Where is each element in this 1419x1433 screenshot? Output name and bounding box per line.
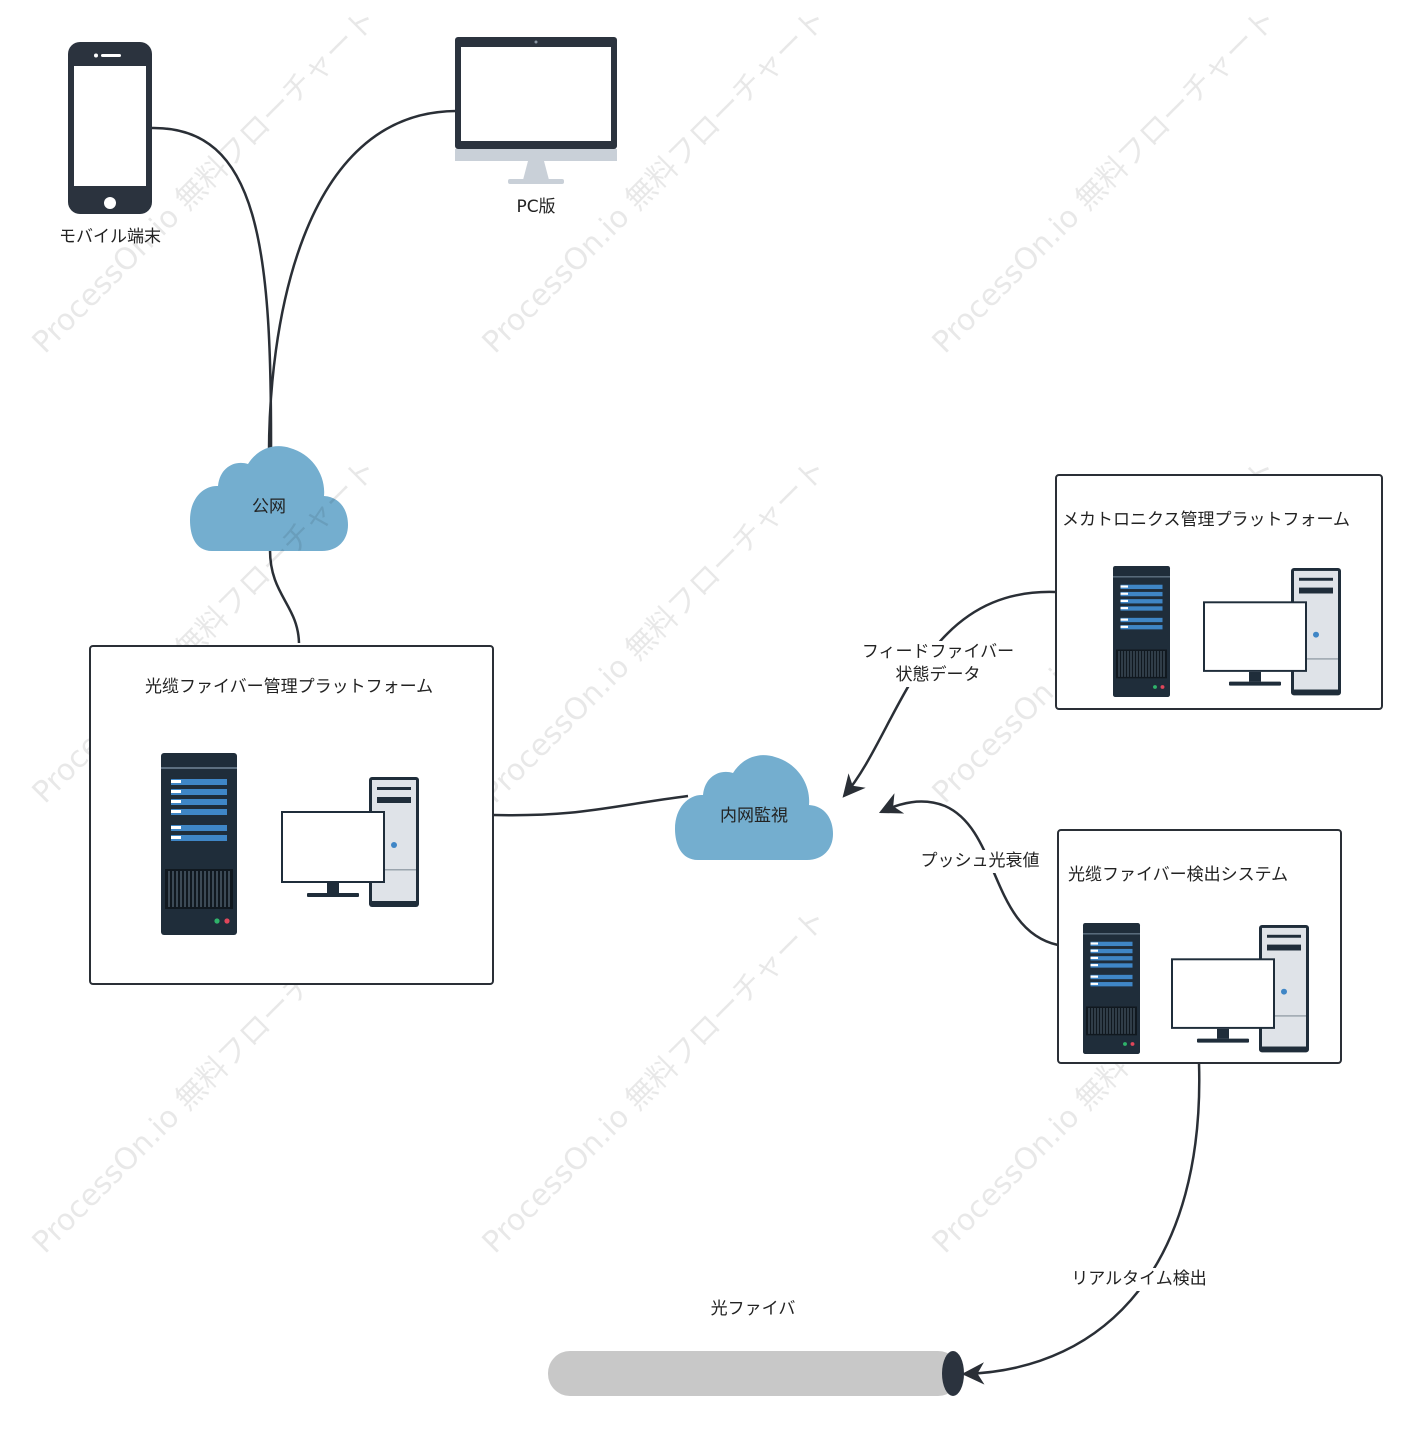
edge-pc-public [267, 109, 457, 461]
desktop-computer-icon [281, 777, 419, 907]
fiber-platform-label: 光缆ファイバー管理プラットフォーム [145, 677, 434, 697]
fiber-cable-icon[interactable] [548, 1351, 964, 1396]
edge-public-fiberplatform [268, 549, 301, 644]
pc-label: PC版 [516, 197, 556, 217]
intranet-label: 内网監視 [720, 806, 788, 826]
public-net-label: 公网 [252, 497, 286, 517]
edge-label-push: プッシュ光衰値 [917, 850, 1043, 873]
mobile-label: モバイル端末 [59, 227, 161, 247]
fiber-detect-system-node[interactable] [1057, 829, 1342, 1064]
mechatronics-platform-node[interactable] [1055, 474, 1383, 710]
mechatronics-platform-label: メカトロニクス管理プラットフォーム [1062, 510, 1350, 530]
cloud-icon[interactable] [675, 755, 833, 860]
edge-detect-fiber [961, 1062, 1201, 1385]
edge-label-feed-line2: 状態データ [895, 664, 981, 685]
edge-mechatronics-intranet [842, 590, 1056, 798]
desktop-computer-icon [1203, 568, 1341, 696]
desktop-monitor-icon[interactable] [455, 37, 617, 184]
cloud-icon[interactable] [190, 446, 348, 551]
fiber-platform-node[interactable] [89, 645, 494, 985]
edge-fiberplatform-intranet [492, 794, 689, 817]
server-rack-icon [1082, 922, 1141, 1055]
edge-label-realtime: リアルタイム検出 [1068, 1268, 1210, 1291]
fiber-detect-system-label: 光缆ファイバー検出システム [1068, 865, 1289, 885]
edge-mobile-public [149, 126, 273, 461]
desktop-computer-icon [1171, 925, 1309, 1053]
optical-fiber-label: 光ファイバ [710, 1299, 796, 1319]
edge-detect-intranet [878, 793, 1059, 947]
server-rack-icon [160, 752, 238, 936]
edge-label-feed: フィードファイバー 状態データ [858, 641, 1018, 687]
edge-label-feed-line1: フィードファイバー [861, 642, 1015, 662]
smartphone-icon[interactable] [68, 42, 152, 214]
server-rack-icon [1112, 565, 1171, 698]
